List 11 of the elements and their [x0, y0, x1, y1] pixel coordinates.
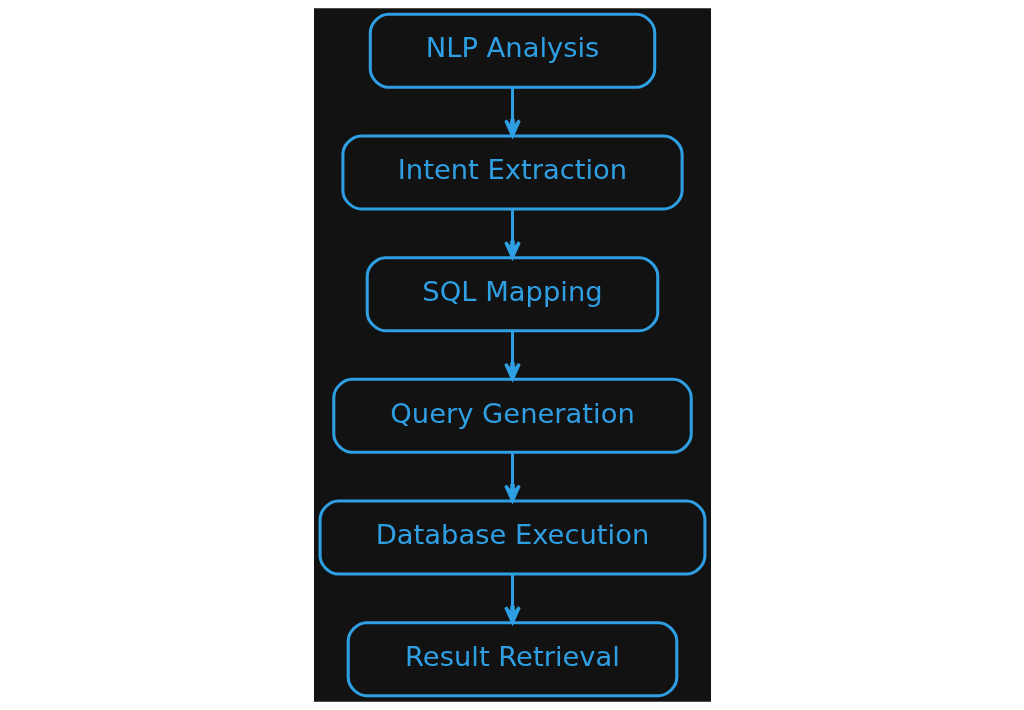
arrow [503, 574, 521, 625]
arrow [503, 87, 521, 138]
arrow [503, 331, 521, 381]
node-box: NLP Analysis [368, 12, 656, 89]
node-box: Query Generation [331, 377, 693, 454]
node-box: Result Retrieval [346, 621, 678, 698]
arrow [503, 452, 521, 503]
node-box: Intent Extraction [340, 134, 684, 211]
arrow [503, 209, 521, 259]
node-box: Database Execution [318, 499, 706, 576]
node-box: SQL Mapping [365, 256, 659, 333]
